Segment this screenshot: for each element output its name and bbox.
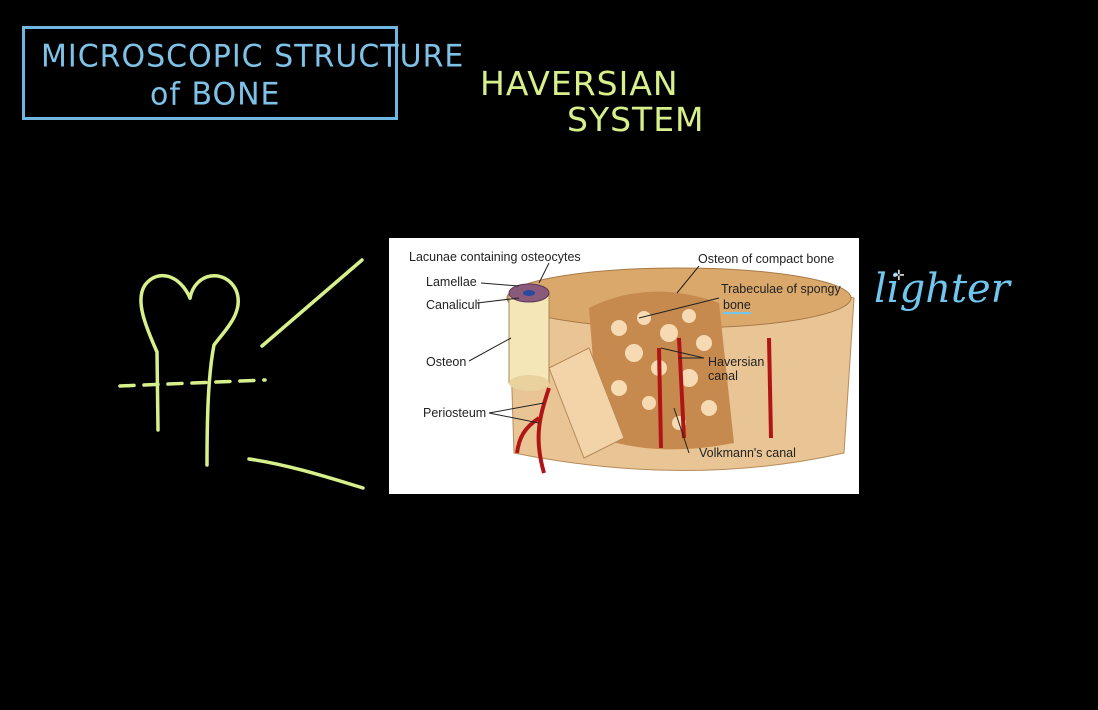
title-line-1: MICROSCOPIC STRUCTURE — [41, 38, 465, 75]
label-osteon-compact: Osteon of compact bone — [698, 252, 835, 266]
label-haversian-1: Haversian — [708, 355, 765, 369]
heading-line-2: SYSTEM — [567, 100, 705, 139]
title-line-2: of BONE — [150, 76, 281, 113]
title-box: MICROSCOPIC STRUCTURE of BONE — [22, 26, 463, 120]
pointer-line-top — [260, 258, 364, 348]
heading-line-1: HAVERSIAN — [480, 64, 679, 103]
label-lacunae: Lacunae containing osteocytes — [409, 250, 581, 264]
label-canaliculi: Canaliculi — [426, 298, 481, 312]
label-periosteum: Periosteum — [423, 406, 487, 420]
label-trabeculae-1: Trabeculae of spongy — [721, 282, 841, 296]
figure-illustration — [468, 262, 855, 474]
bone-outline-right — [188, 274, 240, 467]
label-trabeculae-2: bone — [723, 298, 751, 314]
pointer-line-bottom — [247, 457, 365, 490]
label-haversian-2: canal — [708, 369, 738, 383]
crosshair-cursor-icon: ✛ — [893, 267, 905, 283]
label-osteon: Osteon — [426, 355, 467, 369]
cut-line — [118, 378, 267, 388]
bone-cross-section-figure: Lacunae containing osteocytes Lamellae C… — [389, 238, 859, 494]
label-lamellae: Lamellae — [426, 275, 477, 289]
annotation-lighter: lighter — [874, 266, 1010, 312]
bone-outline-left — [139, 273, 192, 432]
label-volkmann: Volkmann's canal — [699, 446, 796, 460]
